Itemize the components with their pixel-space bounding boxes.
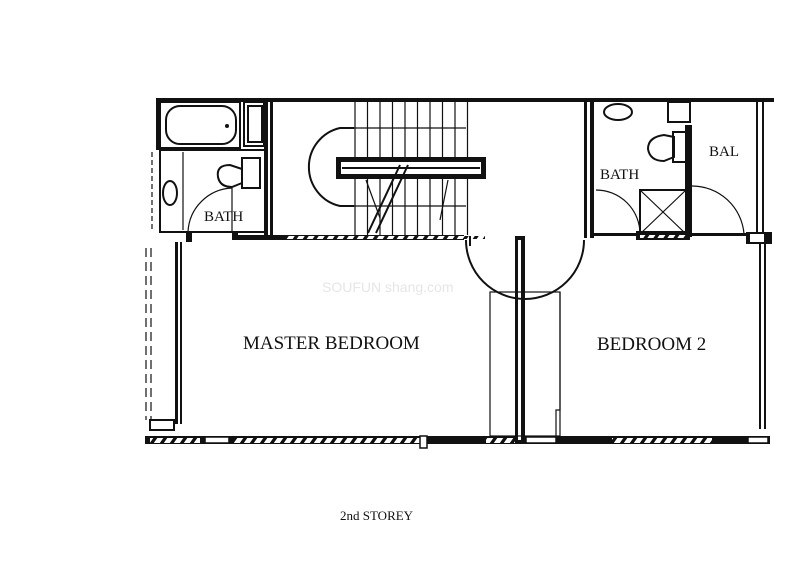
room-label-bath-right: BATH [600,167,639,183]
room-label-bedroom-2: BEDROOM 2 [597,334,706,355]
right-bath [595,101,745,235]
plan-caption: 2nd STOREY [340,508,414,523]
room-label-master-bedroom: MASTER BEDROOM [243,333,420,354]
left-bath [151,101,266,233]
wardrobe [489,291,561,437]
walls [145,98,774,449]
watermark: SOUFUN shang.com [322,279,453,295]
room-label-bath-left: BATH [204,209,243,225]
room-label-balcony: BAL [709,144,739,160]
staircase [307,102,585,300]
